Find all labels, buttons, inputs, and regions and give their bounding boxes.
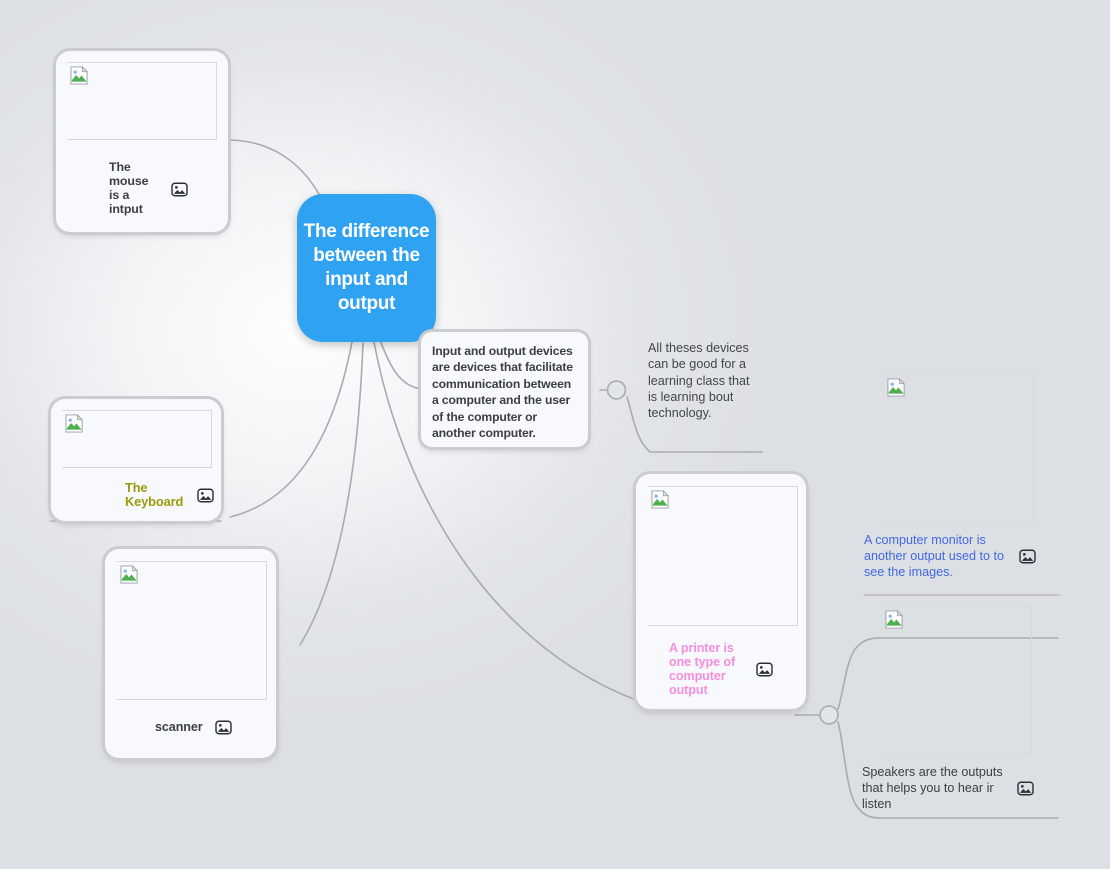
printer-caption-row: A printer is one type of computer output xyxy=(648,634,803,704)
definition-node-text: Input and output devices are devices tha… xyxy=(432,344,573,441)
keyboard-image-frame[interactable] xyxy=(62,410,212,468)
broken-image-icon xyxy=(120,565,139,584)
definition-node[interactable]: Input and output devices are devices tha… xyxy=(421,332,588,447)
scanner-caption: scanner xyxy=(155,719,203,734)
monitor-caption: A computer monitor is another output use… xyxy=(864,532,1005,580)
broken-image-icon xyxy=(651,490,670,509)
all-theses-node-text: All theses devices can be good for a lea… xyxy=(648,341,750,421)
mouse-caption-row: The mouse is a intput xyxy=(67,154,219,224)
all-theses-node[interactable]: All theses devices can be good for a lea… xyxy=(648,340,760,422)
printer-node[interactable]: A printer is one type of computer output xyxy=(636,474,806,709)
wire-scanner xyxy=(299,342,364,646)
collapse-handle-definition xyxy=(606,380,627,400)
broken-image-icon xyxy=(70,66,89,85)
picture-icon[interactable] xyxy=(197,488,214,503)
keyboard-caption-row: The Keyboard xyxy=(62,479,214,511)
speakers-caption: Speakers are the outputs that helps you … xyxy=(862,764,1003,812)
scanner-node[interactable]: scanner xyxy=(105,549,276,758)
wire-keyboard xyxy=(229,341,353,518)
printer-caption: A printer is one type of computer output xyxy=(669,640,736,698)
mouse-image-frame[interactable] xyxy=(67,62,217,140)
broken-image-icon xyxy=(885,610,904,629)
picture-icon[interactable] xyxy=(171,182,188,197)
central-node-label: The difference between the input and out… xyxy=(303,221,430,314)
keyboard-caption: The Keyboard xyxy=(125,479,184,509)
speakers-node[interactable]: Speakers are the outputs that helps you … xyxy=(862,604,1067,816)
picture-icon[interactable] xyxy=(214,720,232,735)
central-node[interactable]: The difference between the input and out… xyxy=(297,194,436,342)
scanner-caption-row: scanner xyxy=(117,709,269,745)
mouse-caption: The mouse is a intput xyxy=(109,160,149,216)
broken-image-icon xyxy=(887,378,906,397)
monitor-caption-row: A computer monitor is another output use… xyxy=(864,530,1064,582)
speakers-caption-row: Speakers are the outputs that helps you … xyxy=(862,762,1067,814)
speakers-image-frame[interactable] xyxy=(882,606,1032,754)
monitor-node[interactable]: A computer monitor is another output use… xyxy=(864,372,1064,584)
monitor-image-frame[interactable] xyxy=(884,374,1034,522)
mouse-node[interactable]: The mouse is a intput xyxy=(56,51,228,232)
picture-icon[interactable] xyxy=(1019,549,1036,564)
printer-image-frame[interactable] xyxy=(648,486,798,626)
picture-icon[interactable] xyxy=(1017,781,1034,796)
wire-definition xyxy=(379,339,422,390)
broken-image-icon xyxy=(65,414,84,433)
keyboard-node[interactable]: The Keyboard xyxy=(51,399,221,521)
picture-icon[interactable] xyxy=(756,662,773,677)
wire-mouse xyxy=(227,139,321,197)
scanner-image-frame[interactable] xyxy=(117,561,267,700)
collapse-handle-speakers xyxy=(819,705,839,725)
